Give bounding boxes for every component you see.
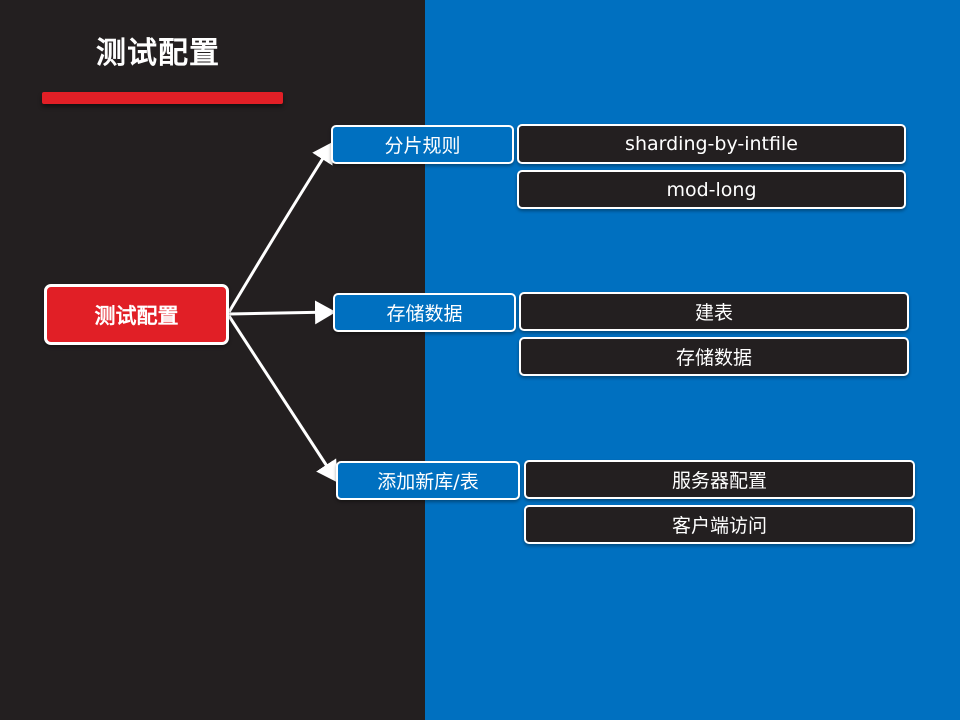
leaf-node-2-2: 存储数据 <box>519 337 909 376</box>
connector-to-branch-3 <box>227 315 338 483</box>
leaf-node-3-1: 服务器配置 <box>524 460 915 499</box>
leaf-node-1-1: sharding-by-intfile <box>517 124 906 164</box>
connector-to-branch-2 <box>228 300 336 325</box>
leaf-node-3-2: 客户端访问 <box>524 505 915 544</box>
title-underline-bar <box>42 92 283 104</box>
slide-title: 测试配置 <box>96 36 220 71</box>
leaf-node-2-1: 建表 <box>519 292 909 331</box>
root-node: 测试配置 <box>44 284 229 345</box>
branch-node-2: 存储数据 <box>333 293 516 332</box>
branch-node-1: 分片规则 <box>331 125 514 164</box>
left-panel <box>0 0 425 720</box>
branch-node-3: 添加新库/表 <box>336 461 520 500</box>
connector-to-branch-1 <box>227 141 334 313</box>
leaf-node-1-2: mod-long <box>517 170 906 209</box>
